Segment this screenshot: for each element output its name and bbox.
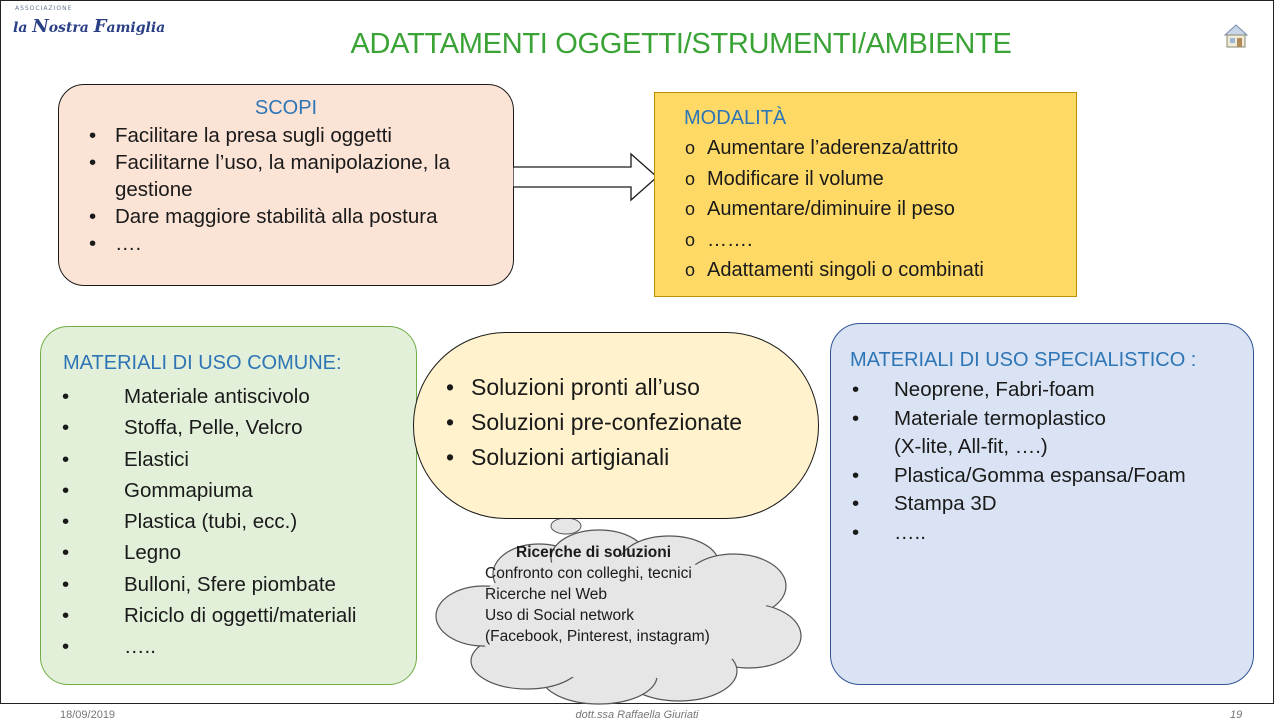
list-item: Riciclo di oggetti/materiali	[62, 600, 416, 632]
cloud-line: Confronto con colleghi, tecnici	[485, 565, 692, 582]
cloud-line: Uso di Social network	[485, 607, 635, 624]
list-item-continuation: (X-lite, All-fit, ….)	[894, 435, 1048, 458]
association-logo: ASSOCIAZIONE la Nostra Famiglia	[9, 5, 169, 45]
list-item: Facilitare la presa sugli oggetti	[89, 122, 513, 149]
list-item: …..	[852, 519, 1253, 548]
soluzioni-box: Soluzioni pronti all’uso Soluzioni pre-c…	[413, 332, 819, 519]
logo-initial-n: N	[32, 16, 49, 37]
scopi-heading: SCOPI	[254, 97, 318, 119]
list-item: Aumentare l’aderenza/attrito	[685, 133, 1076, 164]
list-item: Soluzioni pre-confezionate	[446, 405, 818, 440]
cloud-line: Ricerche nel Web	[485, 586, 608, 603]
list-item-text: Materiale termoplastico	[894, 406, 1106, 430]
thought-cloud-icon	[435, 502, 802, 705]
logo-word-amiglia: amiglia	[106, 20, 166, 36]
list-item: Materiale termoplastico (X-lite, All-fit,…	[852, 405, 1253, 462]
right-arrow-icon	[513, 152, 658, 202]
list-item: Aumentare/diminuire il peso	[685, 194, 1076, 225]
list-item: Stampa 3D	[852, 490, 1253, 519]
list-item: Neoprene, Fabri-foam	[852, 376, 1253, 405]
cloud-line: (Facebook, Pinterest, instagram)	[485, 628, 710, 645]
list-item: Gommapiuma	[62, 475, 416, 507]
specialistico-list: Neoprene, Fabri-foam Materiale termoplas…	[852, 376, 1253, 548]
list-item: Plastica (tubi, ecc.)	[62, 506, 416, 538]
footer-page-number: 19	[1230, 709, 1243, 721]
logo-small-text: ASSOCIAZIONE	[15, 5, 73, 12]
list-item: Stoffa, Pelle, Velcro	[62, 412, 416, 444]
list-item: Dare maggiore stabilità alla postura	[89, 203, 513, 230]
list-item: Bulloni, Sfere piombate	[62, 569, 416, 601]
modalita-list: Aumentare l’aderenza/attrito Modificare …	[685, 133, 1076, 286]
modalita-heading: MODALITÀ	[684, 107, 787, 129]
materiali-comuni-box: MATERIALI DI USO COMUNE: Materiale antis…	[40, 326, 417, 685]
list-item: ….	[89, 230, 513, 257]
list-item: Plastica/Gomma espansa/Foam	[852, 462, 1253, 491]
list-item: Adattamenti singoli o combinati	[685, 255, 1076, 286]
comuni-heading: MATERIALI DI USO COMUNE:	[63, 352, 342, 374]
comuni-list: Materiale antiscivolo Stoffa, Pelle, Vel…	[62, 381, 416, 663]
specialistico-heading: MATERIALI DI USO SPECIALISTICO :	[850, 349, 1197, 371]
footer-author: dott.ssa Raffaella Giuriati	[575, 709, 699, 721]
scopi-list: Facilitare la presa sugli oggetti Facili…	[89, 122, 513, 257]
list-item: Elastici	[62, 444, 416, 476]
list-item: Soluzioni pronti all’uso	[446, 370, 818, 405]
modalita-box: MODALITÀ Aumentare l’aderenza/attrito Mo…	[654, 92, 1077, 297]
list-item: …..	[62, 631, 416, 663]
slide-frame: ASSOCIAZIONE la Nostra Famiglia ADATTAME…	[0, 0, 1274, 704]
logo-wordmark: la Nostra Famiglia	[13, 16, 165, 37]
house-icon	[1223, 24, 1249, 48]
scopi-box: SCOPI Facilitare la presa sugli oggetti …	[58, 84, 514, 286]
list-item: Modificare il volume	[685, 164, 1076, 195]
list-item: Legno	[62, 537, 416, 569]
list-item: Soluzioni artigianali	[446, 440, 818, 475]
logo-initial-f: F	[93, 16, 107, 37]
cloud-title: Ricerche di soluzioni	[516, 544, 672, 561]
logo-word-la: la	[13, 20, 28, 36]
list-item: Materiale antiscivolo	[62, 381, 416, 413]
cloud-text: Ricerche di soluzioni Confronto con coll…	[485, 542, 815, 647]
materiali-specialistico-box: MATERIALI DI USO SPECIALISTICO : Neopren…	[830, 323, 1254, 685]
slide-title: ADATTAMENTI OGGETTI/STRUMENTI/AMBIENTE	[350, 28, 1012, 60]
list-item: …….	[685, 225, 1076, 256]
footer-date: 18/09/2019	[60, 709, 116, 721]
logo-word-ostra: ostra	[48, 20, 89, 36]
soluzioni-list: Soluzioni pronti all’uso Soluzioni pre-c…	[446, 370, 818, 475]
list-item: Facilitarne l’uso, la manipolazione, la …	[89, 149, 513, 203]
